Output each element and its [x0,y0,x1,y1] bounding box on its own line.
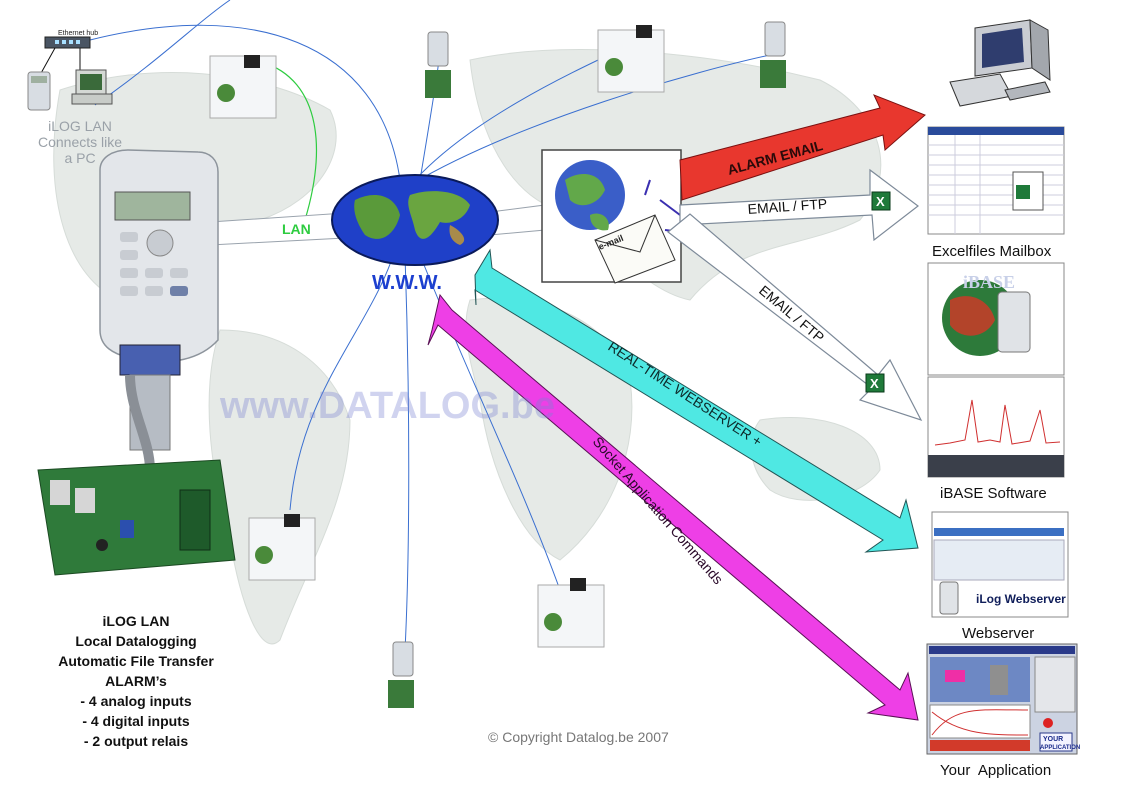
remote-device-icon [425,31,451,98]
feature-item: - 4 analog inputs [80,693,192,709]
email-ftp-top-label: EMAIL / FTP [747,195,828,217]
excel-mailbox-thumbnail [927,126,1065,235]
lan-device-caption: iLOG LAN Connects like a PC [38,118,122,166]
feature-item: iLOG LAN [102,613,170,629]
ibase-software-label: iBASE Software [940,485,1047,502]
feature-item: ALARM’s [105,673,167,689]
email-ftp-diagonal-label: EMAIL / FTP [756,282,827,345]
datalog-watermark: www.DATALOG.be [220,385,555,427]
email-ftp-arrow-top [679,168,919,242]
remote-pc-icon [209,55,277,119]
webserver-thumb-text: iLog Webserver [976,592,1066,606]
www-label: W.W.W. [372,272,442,294]
remote-device-icon [760,21,786,88]
email-icon-image [541,149,683,284]
app-thumb-text-2: APPLICATION [1040,745,1080,751]
destination-computer-icon [949,19,1051,107]
feature-item: - 4 digital inputs [82,713,190,729]
socket-arrow-label: Socket Application Commands [590,433,727,587]
feature-item: Automatic File Transfer [58,653,214,669]
excel-icon: X [871,191,891,211]
lan-device-caption-line2: Connects like [38,134,123,150]
copyright-text: © Copyright Datalog.be 2007 [488,729,669,745]
www-globe-image [331,174,499,266]
feature-item: Local Datalogging [75,633,197,649]
feature-item: - 2 output relais [83,733,189,749]
socket-double-arrow [427,293,919,721]
excel-mailbox-label: Excelfiles Mailbox [932,243,1052,260]
ethernet-hub-label: Ethernet hub [58,30,98,37]
lan-device-caption-line3: a PC [64,150,96,166]
lan-green-line [261,61,317,236]
app-thumb-text-1: YOUR [1043,736,1063,743]
ibase-software-thumbnail [927,262,1065,478]
features-list: iLOG LAN Local Datalogging Automatic Fil… [36,611,236,751]
webserver-double-arrow [474,248,919,553]
remote-pc-icon [537,578,605,648]
lan-device-caption-line1: iLOG LAN [48,118,112,134]
remote-device-icon [388,641,414,708]
ilog-pcb-board-image [37,459,236,576]
lan-label: LAN [282,221,311,237]
small-pc-icon [71,69,113,105]
remote-pc-icon [597,25,665,93]
application-thumbnail [926,643,1078,755]
svg-text:X: X [870,376,879,391]
small-ilog-device-icon [27,71,51,111]
svg-text:X: X [876,194,885,209]
ethernet-hub-icon [39,36,91,76]
alarm-email-arrow [679,94,926,201]
ibase-logo-text: iBASE [963,272,1015,292]
ilog-lan-device-image [99,149,219,471]
network-lines [89,0,771,651]
remote-pc-icon [248,514,316,581]
your-application-label: Your Application [940,762,1052,779]
webserver-label: Webserver [962,625,1035,642]
excel-icon: X [865,373,885,393]
webserver-thumbnail [931,511,1069,618]
